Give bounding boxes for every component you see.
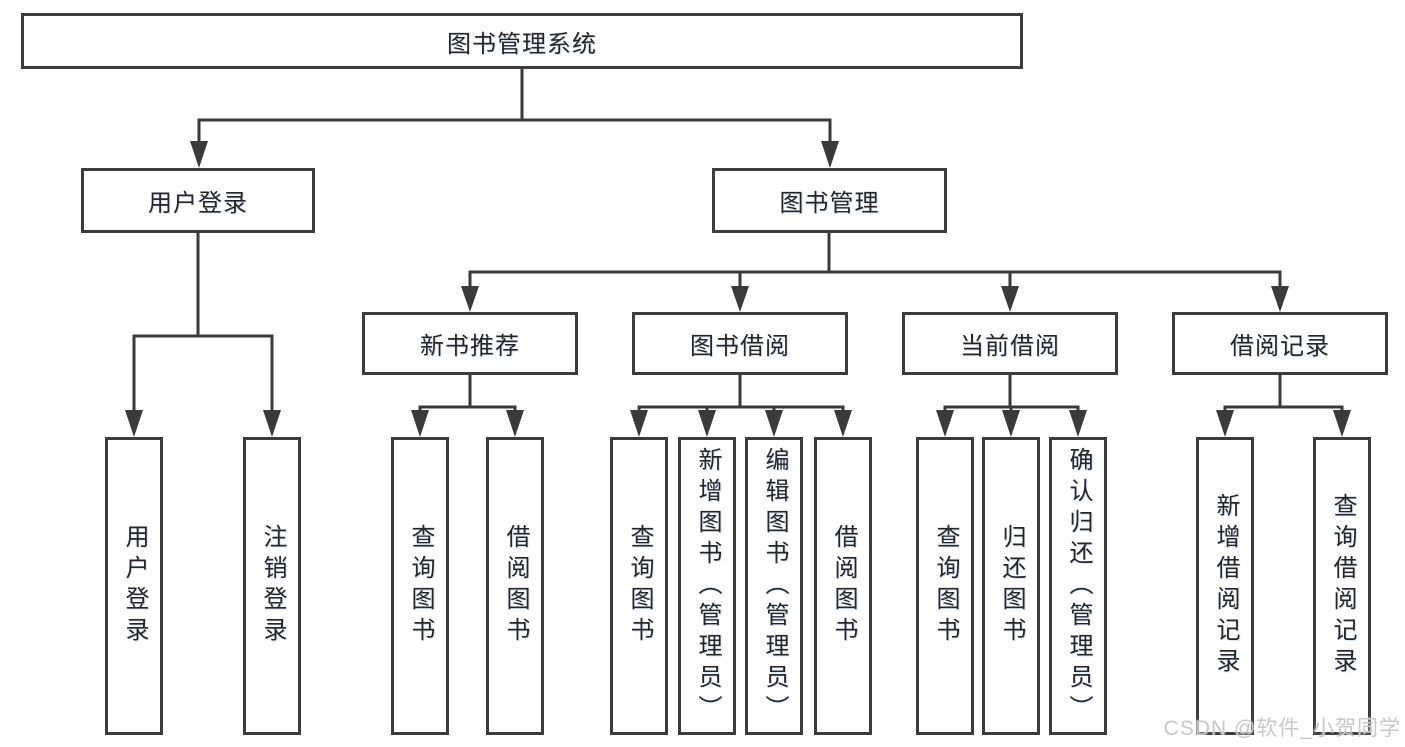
edge-bookmgmt-to-level3 [468, 233, 1282, 292]
node-current-borrowing: 当前借阅 [902, 312, 1118, 375]
edge-root-to-level2 [197, 69, 832, 146]
arrowheads [125, 141, 1351, 437]
leaf-add-book-admin: 新增图书（管理员） [678, 437, 736, 735]
leaf-return-book: 归还图书 [982, 437, 1040, 735]
leaf-query-books-borrowing: 查询图书 [610, 437, 668, 735]
node-user-login-branch: 用户登录 [81, 168, 315, 233]
leaf-query-borrow-record: 查询借阅记录 [1313, 437, 1371, 735]
node-library-management-system: 图书管理系统 [21, 13, 1023, 69]
leaf-user-login: 用户登录 [105, 437, 163, 735]
leaf-borrow-books-borrowing: 借阅图书 [814, 437, 872, 735]
node-book-management-branch: 图书管理 [712, 168, 947, 233]
csdn-watermark: CSDN @软件_小贺同学 [1163, 717, 1401, 740]
leaf-query-books-recommend: 查询图书 [391, 437, 449, 735]
node-book-borrowing: 图书借阅 [632, 312, 848, 375]
leaf-add-borrow-record: 新增借阅记录 [1196, 437, 1254, 735]
leaf-query-books-current: 查询图书 [916, 437, 974, 735]
edge-borrowing-to-leaves [637, 375, 845, 414]
leaf-confirm-return-admin: 确认归还（管理员） [1049, 437, 1107, 735]
edge-current-to-leaves [943, 375, 1080, 414]
edge-records-to-leaves [1223, 375, 1344, 414]
node-borrowing-records: 借阅记录 [1172, 312, 1388, 375]
leaf-logout: 注销登录 [243, 437, 301, 735]
edge-userlogin-to-leaves [132, 233, 274, 416]
edge-newbook-to-leaves [418, 375, 517, 414]
leaf-edit-book-admin: 编辑图书（管理员） [745, 437, 803, 735]
leaf-borrow-books-recommend: 借阅图书 [486, 437, 544, 735]
node-new-book-recommendation: 新书推荐 [362, 312, 578, 375]
